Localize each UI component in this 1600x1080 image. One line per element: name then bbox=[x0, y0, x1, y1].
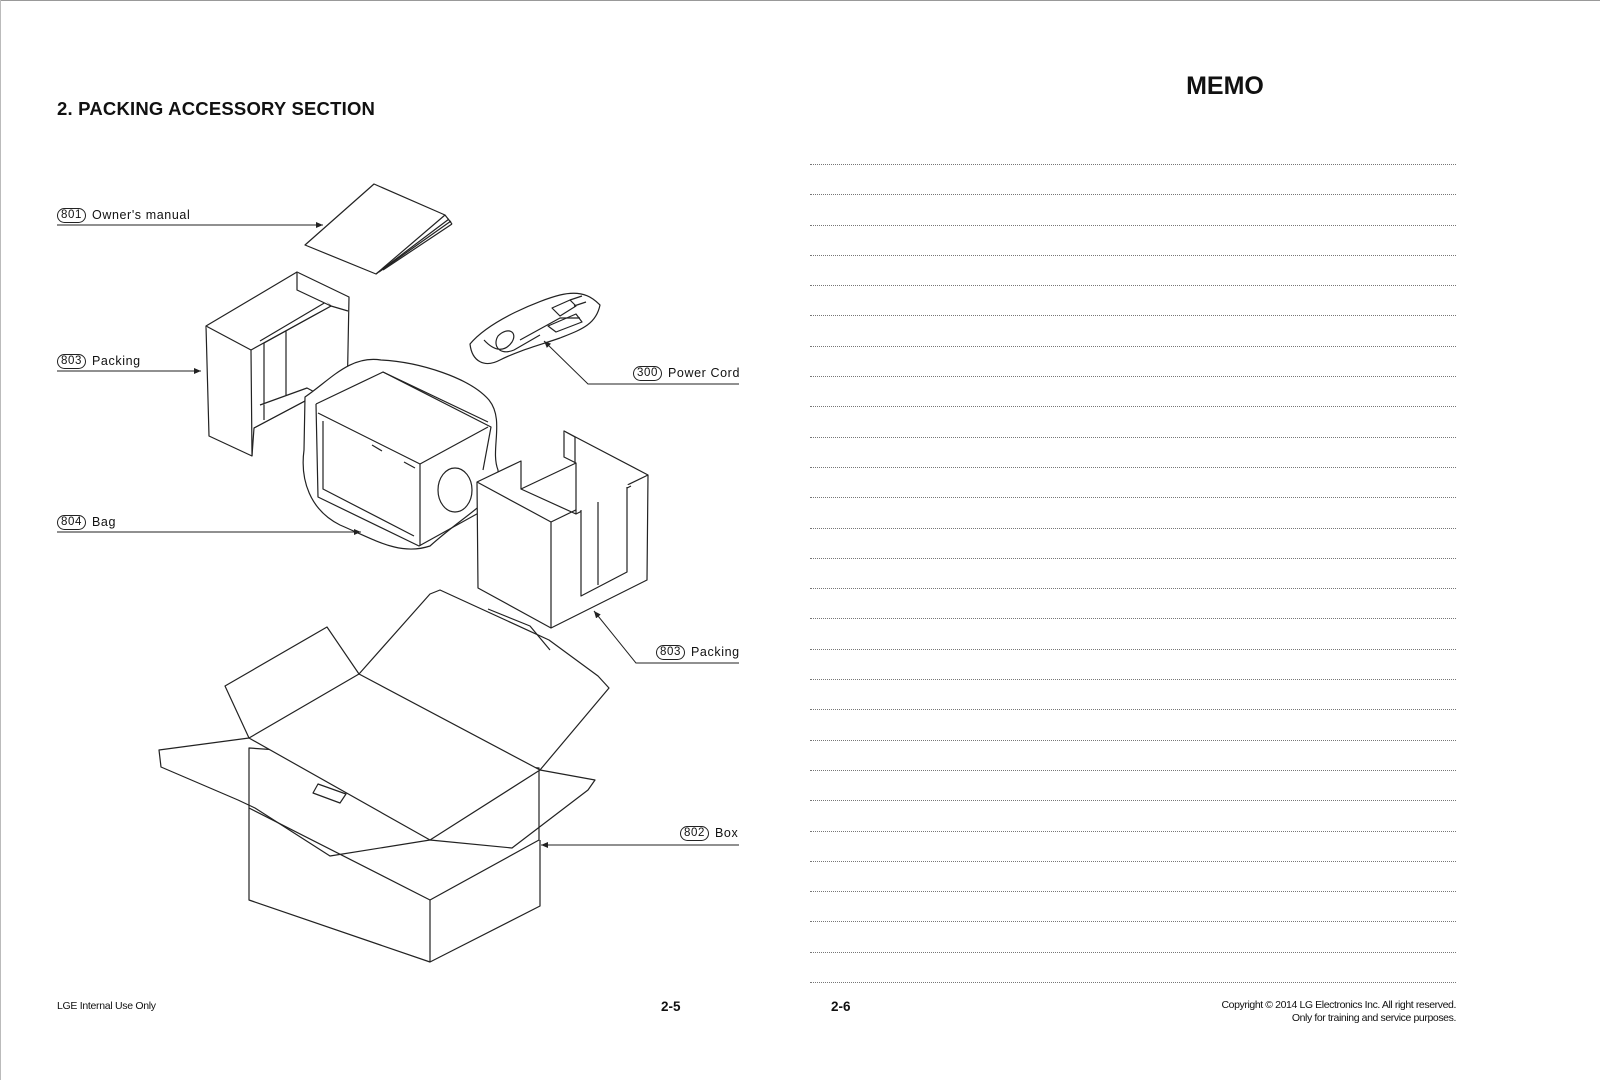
part-code-803: 803 bbox=[656, 644, 685, 660]
memo-line bbox=[810, 588, 1456, 618]
memo-title: MEMO bbox=[1186, 72, 1264, 100]
memo-line bbox=[810, 315, 1456, 345]
memo-line bbox=[810, 345, 1456, 376]
page-number-left: 2-5 bbox=[661, 999, 681, 1014]
callout-power-cord: 300 Power Cord bbox=[633, 364, 740, 382]
page-2-5: 2. PACKING ACCESSORY SECTION bbox=[57, 98, 740, 1014]
usage-line: Only for training and service purposes. bbox=[1291, 1012, 1457, 1024]
memo-line bbox=[810, 224, 1456, 255]
box-drawing bbox=[158, 589, 610, 963]
part-code-804: 804 bbox=[57, 514, 86, 530]
page-edge-top bbox=[0, 0, 1600, 1]
page-2-6: MEMO 2-6 Copyright © 2014 LG Electronics… bbox=[800, 0, 1600, 1080]
memo-ruled-lines bbox=[810, 164, 1456, 1012]
copyright-notice: Copyright © 2014 LG Electronics Inc. All… bbox=[1221, 999, 1456, 1025]
memo-line bbox=[810, 285, 1456, 315]
memo-line bbox=[810, 254, 1456, 285]
power-cord-drawing bbox=[469, 292, 601, 365]
page-edge-left bbox=[0, 0, 1, 1080]
memo-line bbox=[810, 648, 1456, 679]
memo-line bbox=[810, 679, 1456, 709]
memo-line bbox=[810, 951, 1456, 982]
section-title: 2. PACKING ACCESSORY SECTION bbox=[57, 98, 376, 119]
memo-line bbox=[810, 982, 1456, 1012]
memo-line bbox=[810, 406, 1456, 436]
memo-line bbox=[810, 497, 1456, 527]
callout-label: Owner's manual bbox=[92, 208, 191, 222]
memo-line bbox=[810, 164, 1456, 194]
memo-line bbox=[810, 709, 1456, 739]
packing-foam-right-drawing bbox=[476, 430, 649, 629]
memo-line bbox=[810, 891, 1456, 921]
part-code-803: 803 bbox=[57, 353, 86, 369]
callout-label: Packing bbox=[92, 354, 141, 368]
packing-exploded-diagram bbox=[57, 183, 739, 963]
page-number-right: 2-6 bbox=[831, 999, 851, 1014]
memo-line bbox=[810, 739, 1456, 770]
memo-line bbox=[810, 830, 1456, 861]
part-code-801: 801 bbox=[57, 207, 86, 223]
callout-label: Box bbox=[715, 826, 739, 840]
memo-line bbox=[810, 527, 1456, 558]
callout-bag: 804 Bag bbox=[57, 513, 116, 531]
memo-line bbox=[810, 557, 1456, 588]
callout-label: Bag bbox=[92, 515, 117, 529]
copyright-line: Copyright © 2014 LG Electronics Inc. All… bbox=[1221, 999, 1456, 1011]
memo-line bbox=[810, 921, 1456, 951]
callout-label: Power Cord bbox=[668, 366, 740, 380]
part-code-802: 802 bbox=[680, 825, 709, 841]
owners-manual-drawing bbox=[304, 183, 453, 275]
bag-drawing bbox=[302, 358, 499, 550]
memo-line bbox=[810, 436, 1456, 467]
memo-line bbox=[810, 466, 1456, 497]
memo-line bbox=[810, 376, 1456, 406]
callout-owners-manual: 801 Owner's manual bbox=[57, 206, 190, 224]
memo-line bbox=[810, 769, 1456, 800]
footer-internal-use: LGE Internal Use Only bbox=[57, 1000, 156, 1012]
memo-line bbox=[810, 618, 1456, 648]
callout-packing-left: 803 Packing bbox=[57, 352, 141, 370]
callout-label: Packing bbox=[691, 645, 740, 659]
memo-line bbox=[810, 800, 1456, 830]
memo-line bbox=[810, 860, 1456, 891]
callout-packing-right: 803 Packing bbox=[656, 643, 740, 661]
memo-line bbox=[810, 194, 1456, 224]
part-code-300: 300 bbox=[633, 365, 662, 381]
callout-leader-lines bbox=[57, 222, 739, 848]
callout-box: 802 Box bbox=[680, 824, 738, 842]
